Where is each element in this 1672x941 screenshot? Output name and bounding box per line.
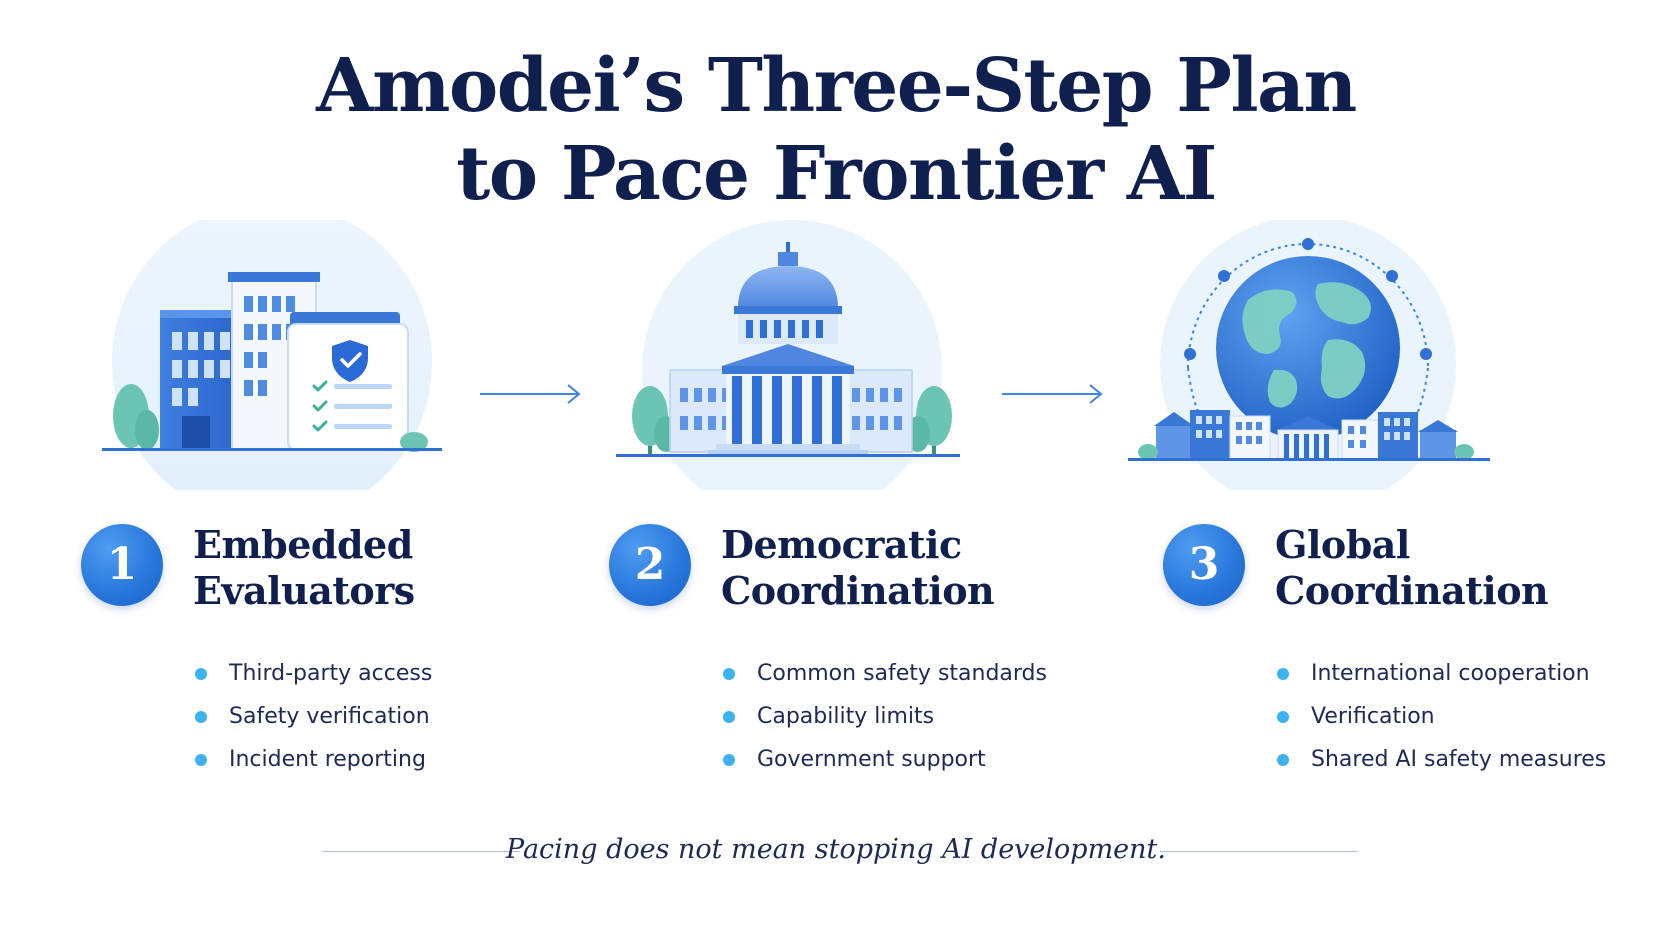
- step-title-line-1: Embedded: [193, 522, 413, 567]
- footer-divider-right: [1160, 851, 1358, 852]
- list-item-text: Government support: [757, 747, 986, 772]
- list-item: Third-party access: [195, 652, 432, 695]
- bullet-dot-icon: [195, 668, 207, 680]
- bullet-dot-icon: [1277, 711, 1289, 723]
- office-building-with-security-checklist-icon: [92, 220, 472, 490]
- list-item-text: Common safety standards: [757, 661, 1047, 686]
- list-item-text: Shared AI safety measures: [1311, 747, 1607, 772]
- arrow-right-icon: [1000, 382, 1105, 406]
- step-title-line-2: Coordination: [721, 568, 995, 613]
- bullet-dot-icon: [723, 711, 735, 723]
- step-title: Global Coordination: [1275, 522, 1635, 614]
- bullet-dot-icon: [1277, 668, 1289, 680]
- list-item: Verification: [1277, 695, 1606, 738]
- bullet-dot-icon: [1277, 754, 1289, 766]
- arrow-right-icon: [478, 382, 583, 406]
- footer-tagline: Pacing does not mean stopping AI develop…: [506, 834, 1166, 865]
- list-item: Government support: [723, 738, 1047, 781]
- list-item: International cooperation: [1277, 652, 1606, 695]
- list-item: Safety verification: [195, 695, 432, 738]
- list-item-text: Third-party access: [229, 661, 433, 686]
- capitol-building-icon: [612, 220, 992, 490]
- step-global-coordination: 3 Global Coordination International coop…: [1163, 522, 1633, 782]
- step-title-line-2: Coordination: [1275, 568, 1549, 613]
- globe-with-city-skyline-icon: [1128, 220, 1508, 490]
- step-number-badge: 1: [81, 524, 163, 606]
- page-title: Amodei’s Three-Step Plan to Pace Frontie…: [0, 42, 1672, 218]
- list-item: Incident reporting: [195, 738, 432, 781]
- page-title-line-1: Amodei’s Three-Step Plan: [316, 43, 1357, 129]
- footer-divider-left: [322, 851, 520, 852]
- bullet-dot-icon: [195, 754, 207, 766]
- list-item-text: Incident reporting: [229, 747, 426, 772]
- list-item-text: Safety verification: [229, 704, 430, 729]
- list-item: Shared AI safety measures: [1277, 738, 1606, 781]
- list-item-text: International cooperation: [1311, 661, 1590, 686]
- step-title-line-2: Evaluators: [193, 568, 415, 613]
- step-bullet-list: International cooperation Verification S…: [1277, 652, 1606, 781]
- step-title-line-1: Global: [1275, 522, 1410, 567]
- list-item-text: Verification: [1311, 704, 1435, 729]
- step-title: Embedded Evaluators: [193, 522, 553, 614]
- step-democratic-coordination: 2 Democratic Coordination Common safety …: [609, 522, 1079, 782]
- bullet-dot-icon: [723, 754, 735, 766]
- step-number-badge: 3: [1163, 524, 1245, 606]
- step-title: Democratic Coordination: [721, 522, 1081, 614]
- bullet-dot-icon: [195, 711, 207, 723]
- step-bullet-list: Third-party access Safety verification I…: [195, 652, 432, 781]
- bullet-dot-icon: [723, 668, 735, 680]
- step-number-badge: 2: [609, 524, 691, 606]
- list-item: Common safety standards: [723, 652, 1047, 695]
- list-item: Capability limits: [723, 695, 1047, 738]
- page-title-line-2: to Pace Frontier AI: [456, 131, 1217, 217]
- step-title-line-1: Democratic: [721, 522, 962, 567]
- step-embedded-evaluators: 1 Embedded Evaluators Third-party access…: [81, 522, 551, 782]
- list-item-text: Capability limits: [757, 704, 935, 729]
- step-bullet-list: Common safety standards Capability limit…: [723, 652, 1047, 781]
